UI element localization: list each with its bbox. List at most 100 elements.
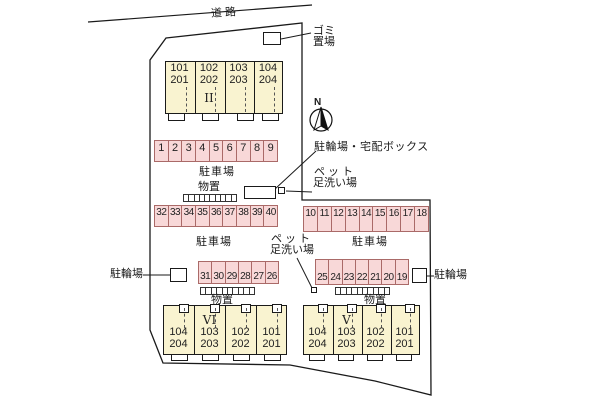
- parking-space: 33: [169, 206, 183, 226]
- building-bottom-left: [163, 305, 287, 355]
- parking-row-1-9: 1 2 3 4 5 6 7 8 9: [154, 140, 278, 162]
- road-line: [87, 4, 313, 23]
- parking-space: 4: [196, 141, 210, 161]
- building-bottom-right-roman-numeral: V: [342, 313, 351, 327]
- parking-space: 12: [332, 207, 346, 231]
- parking-space: 18: [416, 208, 428, 219]
- bike-label-left: 駐輪場: [110, 268, 143, 280]
- parking-space: 24: [329, 260, 343, 284]
- unit-dashed-line: [410, 308, 411, 328]
- building-bottom-right: [303, 305, 420, 355]
- parking-space: 16: [387, 207, 402, 231]
- parking-space: 37: [223, 206, 238, 226]
- parking-space: 20: [382, 260, 396, 284]
- garbage-label: ゴミ 置場: [313, 25, 335, 48]
- storage-label-top: 物置: [198, 181, 220, 193]
- parking-row-32-40: 32 33 34 35 36 37 38 39 40: [154, 205, 278, 227]
- entrance-tab: [264, 354, 281, 361]
- parking-space: 21: [369, 260, 383, 284]
- unit-divider: [254, 62, 255, 113]
- pet-wash-label-mid: ペット 足洗い場: [270, 233, 314, 256]
- pet-wash-label-upper: ペット 足洗い場: [313, 166, 357, 189]
- entrance-tab: [168, 113, 185, 121]
- unit-dashed-line: [184, 308, 185, 328]
- unit-dashed-line: [215, 308, 216, 328]
- entrance-tab: [396, 354, 412, 361]
- parking-space: 7: [237, 141, 251, 161]
- parking-space: 30: [212, 262, 226, 283]
- parking-space: 22: [356, 260, 370, 284]
- entrance-tab: [202, 354, 219, 361]
- garbage-leader-line: [280, 32, 312, 40]
- storage-units-top: [183, 194, 237, 202]
- parking-space: 2: [169, 141, 183, 161]
- pet-wash-mid-leader-line: [296, 257, 313, 289]
- parking-space: 13: [346, 207, 360, 231]
- bike-delivery-leader-line: [274, 150, 317, 190]
- parking-space: 15: [373, 207, 388, 231]
- unit-divider: [362, 306, 363, 354]
- storage-units-mid-left: [200, 287, 255, 295]
- bike-box-left: [170, 268, 187, 282]
- entrance-tab: [237, 113, 254, 121]
- parking-space: 11: [318, 207, 332, 231]
- bike-delivery-label: 駐輪場・宅配ボックス: [314, 141, 429, 153]
- unit-dashed-line: [186, 87, 187, 112]
- building-top: [165, 61, 283, 114]
- parking-space: 36: [210, 206, 224, 226]
- parking-row-31-26: 31 30 29 28 27 26: [198, 261, 279, 284]
- unit-divider: [225, 306, 226, 354]
- unit-divider: [256, 306, 257, 354]
- north-compass-icon: [309, 106, 333, 132]
- bike-label-right: 駐輪場: [434, 269, 467, 281]
- pet-wash-square-mid: [311, 287, 317, 293]
- unit-divider: [225, 62, 226, 113]
- parking-row-25-19: 25 24 23 22 21 20 19: [315, 259, 409, 285]
- unit-dashed-line: [381, 308, 382, 328]
- storage-label-mid-right: 物置: [364, 294, 386, 306]
- parking-space: 17: [401, 207, 416, 231]
- entrance-tab: [171, 354, 188, 361]
- storage-label-mid-left: 物置: [211, 294, 233, 306]
- parking-space: 23: [343, 260, 356, 284]
- unit-dashed-line: [274, 87, 275, 112]
- parking-row-10-18: 10 11 12 13 14 15 16 17 18: [303, 206, 429, 232]
- unit-dashed-line: [323, 308, 324, 328]
- entrance-tab: [338, 354, 354, 361]
- parking-space: 39: [251, 206, 265, 226]
- unit-divider: [194, 306, 195, 354]
- bike-box-right: [412, 268, 427, 283]
- parking-space: 14: [360, 207, 374, 231]
- building-top-roman-numeral: II: [204, 91, 214, 105]
- parking-lot-label-top: 駐車場: [199, 166, 235, 178]
- parking-space: 31: [199, 262, 213, 283]
- entrance-tab: [309, 354, 325, 361]
- bike-delivery-box: [244, 186, 276, 199]
- pet-wash-upper-leader-line: [285, 190, 313, 193]
- parking-space: 40: [265, 207, 277, 218]
- entrance-tab: [233, 354, 250, 361]
- parking-space: 9: [267, 142, 274, 154]
- storage-units-mid-right: [335, 287, 390, 295]
- parking-space: 6: [223, 141, 238, 161]
- garbage-box: [263, 32, 281, 45]
- parking-space: 35: [196, 206, 210, 226]
- unit-divider: [333, 306, 334, 354]
- parking-space: 26: [266, 271, 278, 282]
- parking-space: 34: [182, 206, 197, 226]
- unit-dashed-line: [352, 308, 353, 328]
- unit-dashed-line: [245, 87, 246, 112]
- building-bottom-left-roman-numeral: VI: [202, 313, 217, 327]
